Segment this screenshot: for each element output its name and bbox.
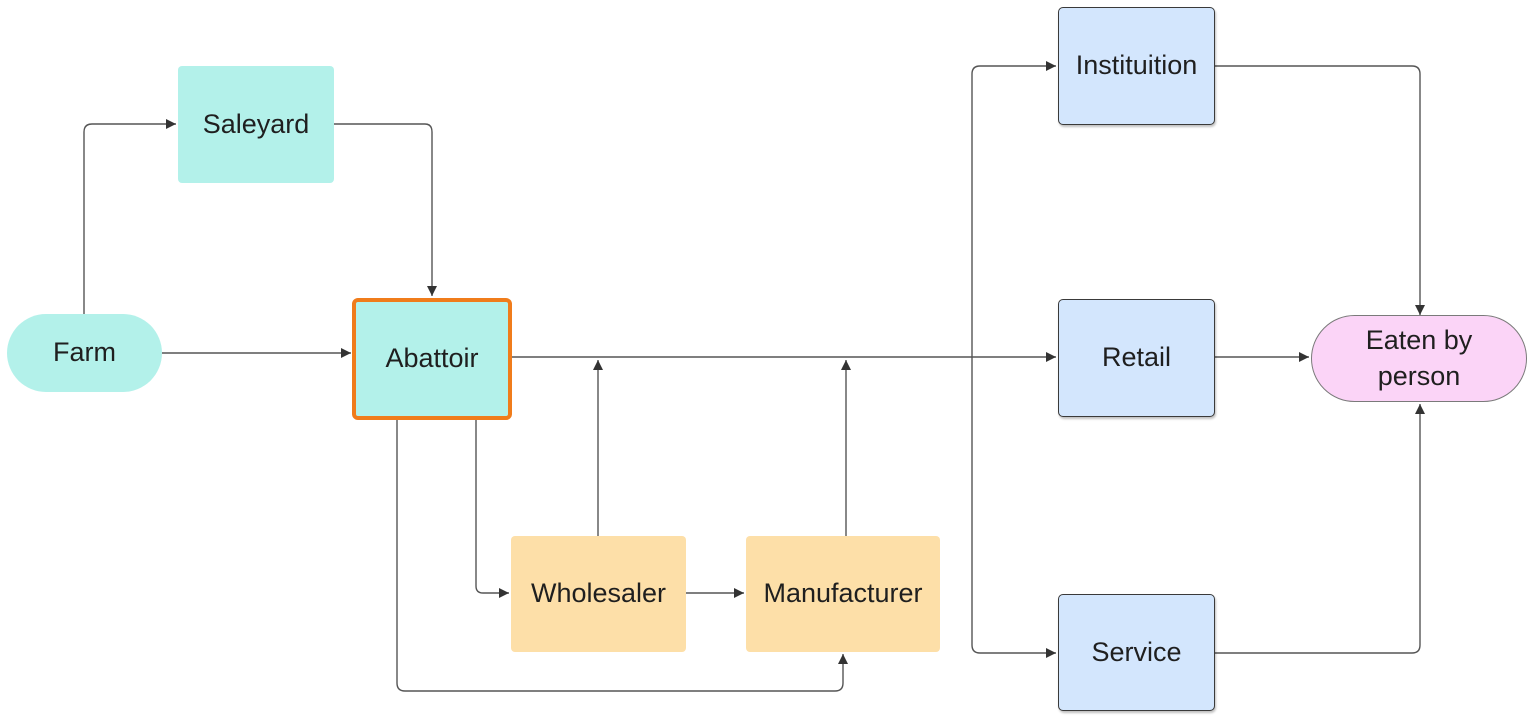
saleyard-label: Saleyard xyxy=(202,108,310,139)
manufacturer-node[interactable]: Manufacturer xyxy=(746,536,940,652)
manufacturer-label: Manufacturer xyxy=(763,578,923,609)
abattoir-node[interactable]: Abattoir xyxy=(352,298,512,420)
connector-institution-eaten xyxy=(1215,65,1425,315)
service-node[interactable]: Service xyxy=(1058,594,1215,711)
connector-abattoir-wholesaler xyxy=(475,420,509,598)
connector-split-institution xyxy=(971,61,1056,357)
abattoir-label: Abattoir xyxy=(385,343,479,374)
service-label: Service xyxy=(1091,636,1182,667)
eaten-by-person-label: Eaten by person xyxy=(1366,323,1473,393)
retail-label: Retail xyxy=(1101,342,1172,373)
farm-label: Farm xyxy=(53,337,116,368)
connector-abattoir-manufacturer xyxy=(396,420,848,692)
saleyard-node[interactable]: Saleyard xyxy=(178,66,334,183)
wholesaler-label: Wholesaler xyxy=(530,578,667,609)
connector-service-eaten xyxy=(1215,404,1425,654)
institution-label: Instituition xyxy=(1075,50,1198,81)
institution-node[interactable]: Instituition xyxy=(1058,7,1215,125)
eaten-label-line2: person xyxy=(1377,360,1461,391)
farm-node[interactable]: Farm xyxy=(7,314,162,392)
connector-farm-saleyard xyxy=(83,119,176,314)
retail-node[interactable]: Retail xyxy=(1058,299,1215,417)
wholesaler-node[interactable]: Wholesaler xyxy=(511,536,686,652)
eaten-label-line1: Eaten by xyxy=(1365,325,1473,356)
eaten-by-person-node[interactable]: Eaten by person xyxy=(1311,315,1527,402)
connector-saleyard-abattoir xyxy=(334,123,437,296)
connector-split-service xyxy=(971,357,1056,658)
